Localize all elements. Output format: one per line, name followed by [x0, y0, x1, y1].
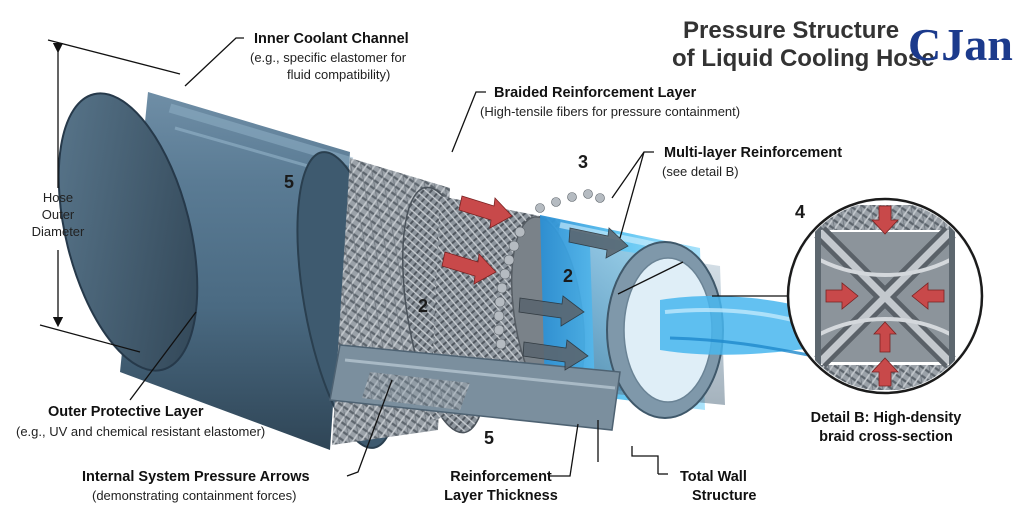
outer-diameter-line2: Outer — [42, 207, 75, 222]
multi-layer-sub: (see detail B) — [662, 164, 739, 179]
total-wall-line1: Total Wall — [680, 469, 747, 485]
pressure-arrow-icon — [825, 205, 945, 387]
callout-number-4: 4 — [795, 202, 805, 222]
detail-b-line2: braid cross-section — [819, 429, 953, 445]
outer-diameter-line3: Diameter — [32, 224, 85, 239]
callout-number-5-bottom: 5 — [484, 428, 494, 448]
inner-channel-sub2: fluid compatibility) — [287, 67, 390, 82]
leader-lines — [129, 37, 684, 477]
brand-logo: CJan — [908, 19, 1013, 70]
callout-number-2-mid: 2 — [563, 266, 573, 286]
outer-layer-sub: (e.g., UV and chemical resistant elastom… — [16, 424, 265, 439]
reinf-thickness-line2: Layer Thickness — [444, 488, 558, 504]
reinf-thickness-line1: Reinforcement — [450, 469, 552, 485]
pressure-arrow-icon — [441, 195, 513, 285]
outer-diameter-line1: Hose — [43, 190, 73, 205]
callout-number-5-top: 5 — [284, 172, 294, 192]
dimension-arrow-icon — [39, 39, 181, 353]
inner-channel-sub1: (e.g., specific elastomer for — [250, 50, 407, 65]
multi-layer-title: Multi-layer Reinforcement — [664, 145, 842, 161]
outer-layer-title: Outer Protective Layer — [48, 404, 204, 420]
pressure-arrows-sub: (demonstrating containment forces) — [92, 488, 296, 503]
title-line1: Pressure Structure — [683, 17, 899, 44]
callout-number-2-left: 2 — [418, 296, 428, 316]
callout-number-3: 3 — [578, 152, 588, 172]
inner-coolant-channel — [540, 215, 831, 419]
flow-arrow-icon — [518, 227, 629, 371]
title-line2: of Liquid Cooling Hose — [672, 45, 935, 72]
braided-layer-title: Braided Reinforcement Layer — [494, 85, 697, 101]
braided-layer-sub: (High-tensile fibers for pressure contai… — [480, 104, 740, 119]
reinforcement-cutaway — [329, 344, 621, 431]
total-wall-line2: Structure — [692, 488, 756, 504]
detail-b-line1: Detail B: High-density — [811, 410, 962, 426]
pressure-arrows-title: Internal System Pressure Arrows — [82, 469, 310, 485]
inner-channel-title: Inner Coolant Channel — [254, 31, 409, 47]
detail-b-cross-section — [712, 197, 984, 395]
